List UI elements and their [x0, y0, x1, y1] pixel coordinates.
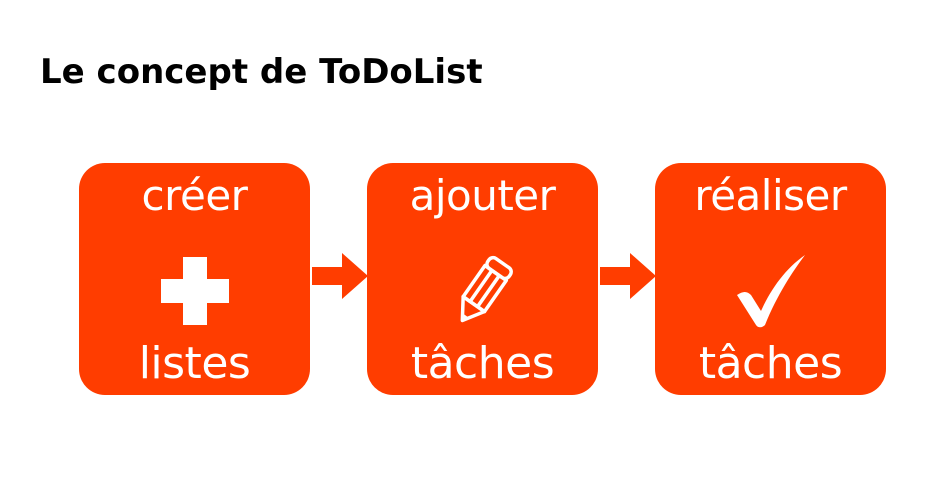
step-object: tâches — [410, 338, 555, 389]
checkmark-icon — [731, 251, 811, 331]
step-create-lists: créer listes — [79, 163, 310, 395]
arrow-right-icon — [600, 253, 656, 299]
step-verb: ajouter — [409, 171, 556, 220]
pencil-icon — [443, 251, 523, 331]
step-verb: créer — [141, 171, 248, 220]
step-complete-tasks: réaliser tâches — [655, 163, 886, 395]
arrow-right-icon — [312, 253, 368, 299]
step-add-tasks: ajouter tâches — [367, 163, 598, 395]
step-object: listes — [138, 338, 251, 389]
step-verb: réaliser — [694, 171, 847, 220]
page-title: Le concept de ToDoList — [40, 52, 483, 92]
plus-icon — [155, 251, 235, 331]
step-object: tâches — [698, 338, 843, 389]
